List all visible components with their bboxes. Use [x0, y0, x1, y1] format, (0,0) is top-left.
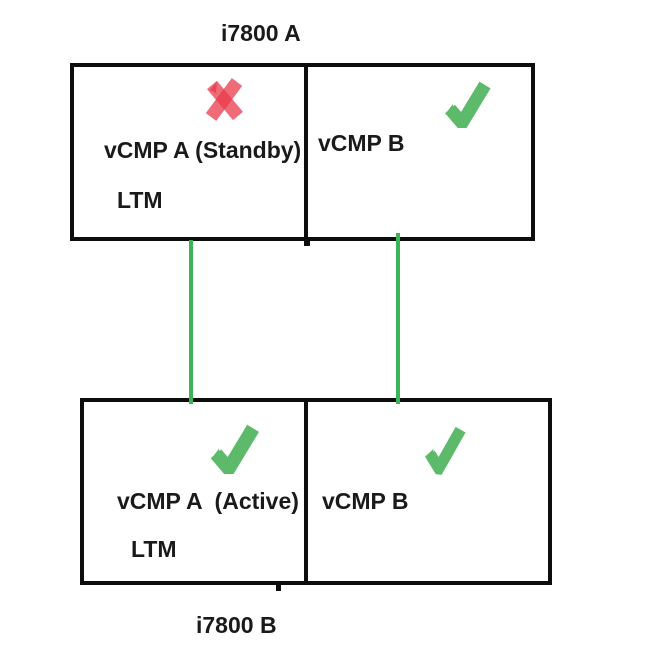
- ha-connection-line-vcmp-b: [396, 233, 400, 404]
- ha-connection-line-vcmp-a: [189, 240, 193, 404]
- guest-name: vCMP B: [318, 130, 405, 156]
- guest-module: LTM: [117, 187, 163, 213]
- divider-stub-b: [276, 583, 281, 591]
- device-b-vcmp-a-cell: vCMP A (Active) LTM: [84, 402, 308, 581]
- guest-name: vCMP A (Active): [117, 488, 299, 514]
- divider-stub-a: [304, 239, 310, 246]
- guest-name: vCMP B: [322, 488, 409, 514]
- green-check-icon: [210, 424, 260, 474]
- device-a-vcmp-b-cell: vCMP B: [308, 67, 531, 237]
- green-check-icon: [445, 81, 491, 128]
- device-a-vcmp-a-cell: vCMP A (Standby) LTM: [74, 67, 308, 237]
- red-x-icon: [205, 78, 243, 121]
- guest-name: vCMP A (Standby): [104, 137, 302, 163]
- device-b-box: vCMP A (Active) LTM vCMP B: [80, 398, 552, 585]
- device-b-vcmp-b-cell: vCMP B: [308, 402, 548, 581]
- green-check-icon: [424, 426, 466, 478]
- device-a-box: vCMP A (Standby) LTM vCMP B: [70, 63, 535, 241]
- guest-module: LTM: [131, 536, 177, 562]
- device-a-title: i7800 A: [221, 20, 301, 46]
- device-b-title: i7800 B: [196, 612, 277, 638]
